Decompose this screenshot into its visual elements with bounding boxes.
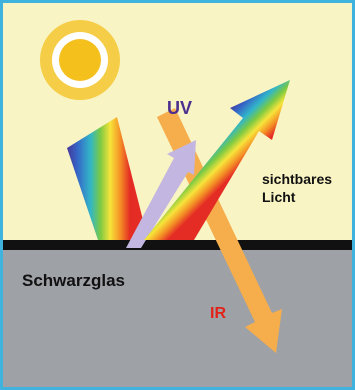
visible-light-arrow [144, 80, 290, 240]
visible-light-label: sichtbares Licht [262, 170, 332, 206]
glass-region [0, 248, 355, 390]
incoming-light-band [67, 117, 148, 240]
ir-label: IR [210, 305, 226, 322]
ultraviolet-arrow [126, 140, 196, 248]
sun-icon [40, 20, 120, 100]
uv-label: UV [167, 98, 193, 118]
visible-light-label-line2: Licht [262, 189, 296, 205]
glass-surface-line [0, 240, 355, 250]
visible-light-label-line1: sichtbares [262, 171, 333, 187]
glass-label: Schwarzglas [22, 271, 125, 290]
